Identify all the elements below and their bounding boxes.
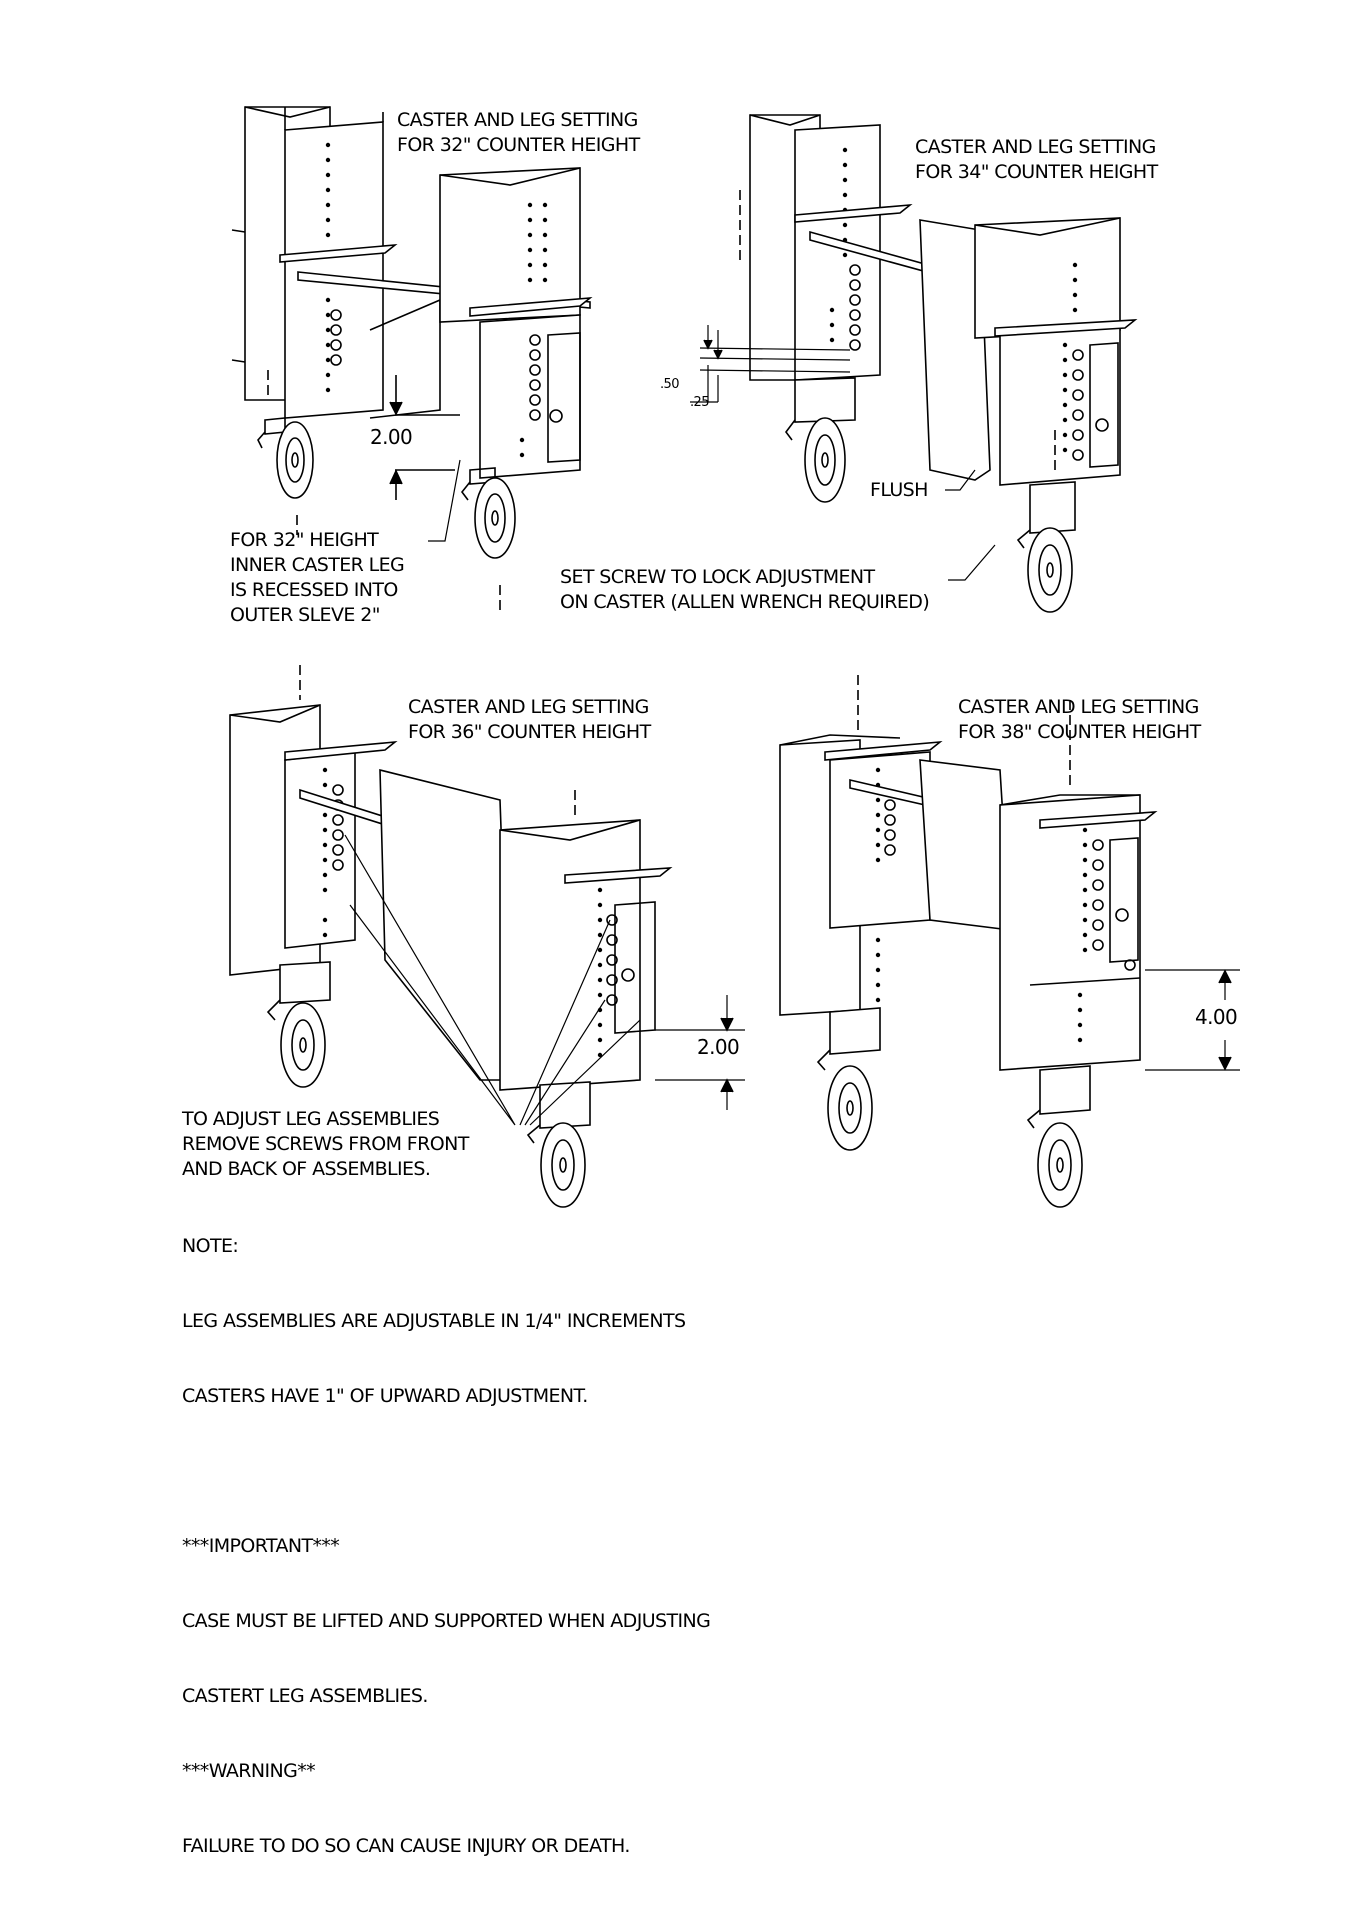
v34-offset-b-dimension: .25	[690, 395, 709, 410]
leg-assembly-drawing	[229, 106, 1240, 1208]
set-screw-line-2: ON CASTER (ALLEN WRENCH REQUIRED)	[560, 591, 930, 613]
view-36-drawing	[229, 665, 745, 1208]
view-38-title-line-1: CASTER AND LEG SETTING	[958, 696, 1199, 718]
v34-hole-column-1	[829, 147, 848, 343]
set-screw-line-1: SET SCREW TO LOCK ADJUSTMENT	[560, 566, 875, 588]
view-38-drawing	[779, 675, 1240, 1208]
view-32-title: CASTER AND LEG SETTING FOR 32" COUNTER H…	[397, 108, 640, 158]
view-36-title-line-1: CASTER AND LEG SETTING	[408, 696, 649, 718]
view-32-drawing	[231, 106, 593, 615]
view-36-title: CASTER AND LEG SETTING FOR 36" COUNTER H…	[408, 695, 651, 745]
note-warning-line: FAILURE TO DO SO CAN CAUSE INJURY OR DEA…	[182, 1835, 630, 1857]
v34-screw-column-1	[849, 264, 861, 351]
view-34-title: CASTER AND LEG SETTING FOR 34" COUNTER H…	[915, 135, 1158, 185]
note-heading: NOTE:	[182, 1235, 239, 1257]
note-important-heading: ***IMPORTANT***	[182, 1535, 340, 1557]
note-important-line-1: CASE MUST BE LIFTED AND SUPPORTED WHEN A…	[182, 1610, 711, 1632]
view-38-title: CASTER AND LEG SETTING FOR 38" COUNTER H…	[958, 695, 1201, 745]
v32-caster-left	[257, 417, 314, 499]
v38-caster-right	[1026, 1065, 1091, 1208]
v36-screw-column-2	[606, 914, 618, 1006]
view-32-title-line-2: FOR 32" COUNTER HEIGHT	[397, 134, 640, 156]
set-screw-callout: SET SCREW TO LOCK ADJUSTMENT ON CASTER (…	[560, 565, 930, 615]
recess-note-line-2: INNER CASTER LEG	[230, 554, 405, 576]
flush-callout: FLUSH	[870, 479, 928, 501]
view-34-title-line-1: CASTER AND LEG SETTING	[915, 136, 1156, 158]
adjust-legs-callout: TO ADJUST LEG ASSEMBLIES REMOVE SCREWS F…	[182, 1107, 469, 1182]
v34-caster-left	[785, 377, 856, 503]
v36-caster-right	[526, 1081, 591, 1208]
v34-screw-column-2	[1072, 349, 1084, 461]
recess-note-line-1: FOR 32" HEIGHT	[230, 529, 379, 551]
v38-screw-column-2	[1092, 839, 1104, 951]
v32-gap-dimension: 2.00	[370, 425, 413, 449]
note-important-line-2: CASTERT LEG ASSEMBLIES.	[182, 1685, 428, 1707]
view-38-title-line-2: FOR 38" COUNTER HEIGHT	[958, 721, 1201, 743]
note-warning-heading: ***WARNING**	[182, 1760, 316, 1782]
adjust-legs-line-3: AND BACK OF ASSEMBLIES.	[182, 1158, 431, 1180]
notes-block: NOTE: LEG ASSEMBLIES ARE ADJUSTABLE IN 1…	[182, 1184, 711, 1909]
v32-caster-right	[460, 467, 516, 559]
view-34-title-line-2: FOR 34" COUNTER HEIGHT	[915, 161, 1158, 183]
note-leg-increments: LEG ASSEMBLIES ARE ADJUSTABLE IN 1/4" IN…	[182, 1310, 686, 1332]
note-spacer	[182, 1459, 710, 1484]
v38-caster-left	[816, 1007, 881, 1151]
view-32-title-line-1: CASTER AND LEG SETTING	[397, 109, 638, 131]
v34-offset-a-dimension: .50	[660, 377, 679, 392]
recess-note-line-4: OUTER SLEVE 2"	[230, 604, 380, 626]
recess-note-line-3: IS RECESSED INTO	[230, 579, 398, 601]
v32-hole-column-1	[325, 142, 331, 393]
v32-hole-column-2	[519, 202, 548, 458]
adjust-legs-line-1: TO ADJUST LEG ASSEMBLIES	[182, 1108, 440, 1130]
v32-screw-column-2	[529, 334, 541, 421]
v38-gap-dimension: 4.00	[1195, 1005, 1238, 1029]
v36-gap-dimension: 2.00	[697, 1035, 740, 1059]
v38-screw-column-1	[884, 799, 896, 856]
recess-note-callout: FOR 32" HEIGHT INNER CASTER LEG IS RECES…	[230, 528, 405, 628]
drawing-sheet: CASTER AND LEG SETTING FOR 32" COUNTER H…	[182, 106, 1240, 1857]
v34-caster-right	[1016, 481, 1076, 613]
adjust-legs-line-2: REMOVE SCREWS FROM FRONT	[182, 1133, 469, 1155]
v32-screw-column-1	[330, 309, 342, 366]
v38-hole-column-1	[875, 767, 881, 1003]
view-36-title-line-2: FOR 36" COUNTER HEIGHT	[408, 721, 651, 743]
v34-hole-column-2	[1062, 262, 1078, 453]
view-34-drawing	[690, 114, 1138, 613]
v36-caster-left	[266, 961, 331, 1088]
v36-screw-column-1	[332, 784, 344, 871]
note-caster-adjustment: CASTERS HAVE 1" OF UPWARD ADJUSTMENT.	[182, 1385, 588, 1407]
v36-hole-column-2	[597, 887, 603, 1058]
v38-hole-column-2	[1077, 827, 1088, 1043]
